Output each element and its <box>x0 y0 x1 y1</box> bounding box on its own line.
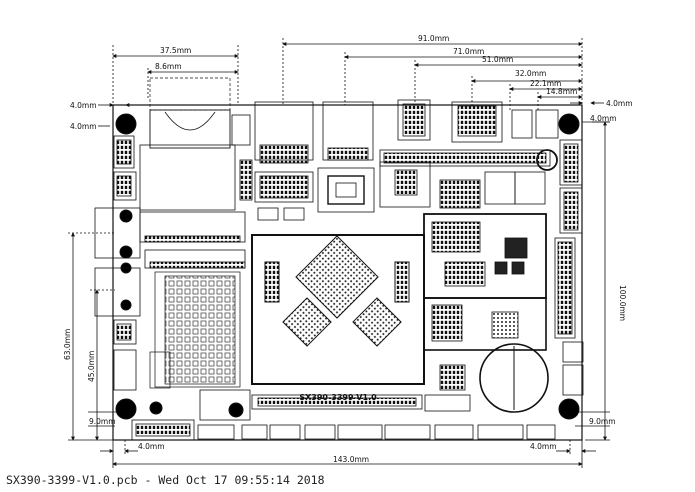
bottom-connectors <box>131 389 556 441</box>
mounting-hole-tr <box>558 113 580 135</box>
top-left-components <box>231 101 431 221</box>
mounting-hole-tl <box>115 113 137 135</box>
dim-bottom-left-v: 9.0mm <box>89 417 116 426</box>
top-connectors <box>379 99 559 171</box>
mounting-hole-br <box>558 398 580 420</box>
component-matrix <box>149 271 241 389</box>
footer-caption: SX390-3399-V1.0.pcb - Wed Oct 17 09:55:1… <box>6 473 325 487</box>
left-connectors <box>94 135 246 391</box>
mounting-hole-bl <box>115 398 137 420</box>
dim-22-1: 22.1mm <box>530 79 561 88</box>
dim-left-hole-v: 4.0mm <box>70 122 97 131</box>
right-header <box>554 139 584 396</box>
dim-right-hole-v: 4.0mm <box>590 114 617 123</box>
board-silk-title: SX390-3399-V1.0 <box>299 393 377 402</box>
dim-right-hole-h: 4.0mm <box>606 99 633 108</box>
soc-bga <box>264 235 410 347</box>
sd-card-slot <box>139 77 236 211</box>
dim-bottom-right-v: 9.0mm <box>589 417 616 426</box>
dim-left-hole-h: 4.0mm <box>70 101 97 110</box>
dimension-labels: 37.5mm 8.6mm 91.0mm 71.0mm 51.0mm 32.0mm… <box>63 34 633 464</box>
dim-91-0: 91.0mm <box>418 34 449 43</box>
dim-height-total: 100.0mm <box>618 285 627 321</box>
lower-right-module <box>423 297 547 351</box>
dim-32-0: 32.0mm <box>515 69 546 78</box>
dim-height-63: 63.0mm <box>63 329 72 360</box>
dim-51-0: 51.0mm <box>482 55 513 64</box>
footer-filename: SX390-3399-V1.0.pcb <box>6 473 138 487</box>
dimension-lines <box>68 38 610 468</box>
dim-bottom-left-h: 4.0mm <box>138 442 165 451</box>
dim-14-8: 14.8mm <box>546 87 577 96</box>
footer-timestamp: Wed Oct 17 09:55:14 2018 <box>158 473 325 487</box>
dim-71-0: 71.0mm <box>453 47 484 56</box>
dim-width-total: 143.0mm <box>333 455 369 464</box>
pcb-board: SX390-3399-V1.0 <box>94 77 584 441</box>
rtc-battery <box>479 343 549 413</box>
dim-height-45: 45.0mm <box>87 351 96 382</box>
right-top-modules <box>439 171 546 209</box>
dim-bottom-right-h: 4.0mm <box>530 442 557 451</box>
dim-8-6: 8.6mm <box>155 62 182 71</box>
dim-37-5: 37.5mm <box>160 46 191 55</box>
